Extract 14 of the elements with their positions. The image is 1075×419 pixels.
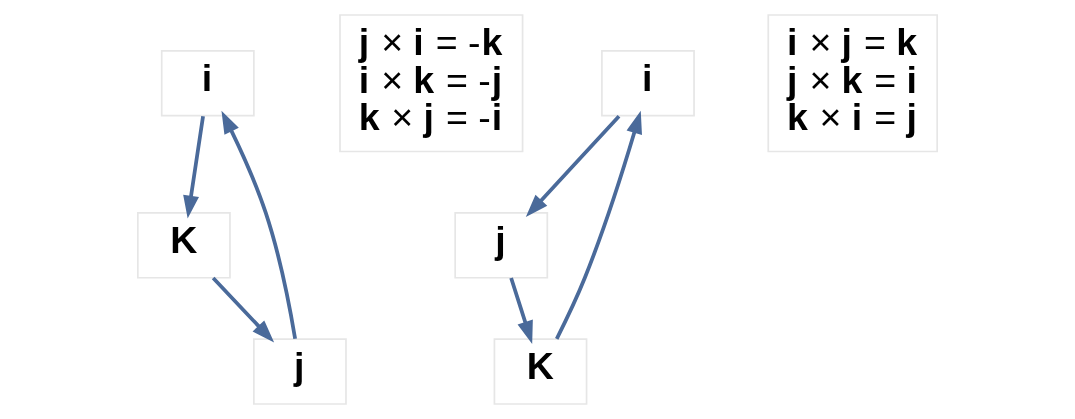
node-box: j — [454, 212, 549, 279]
node-box: K — [493, 338, 588, 405]
arrow — [183, 116, 205, 219]
arrow — [211, 276, 275, 343]
node-box: K — [136, 212, 231, 279]
node-box: j × i = -k i × k = -j k × j = -i — [339, 14, 524, 153]
arrow — [555, 110, 642, 340]
arrow — [509, 277, 533, 344]
node-box: i — [601, 49, 695, 117]
arrow — [525, 115, 621, 218]
node-box: i — [160, 49, 255, 117]
node-box: i × j = k j × k = i k × i = j — [767, 14, 939, 153]
node-box: j — [253, 338, 347, 405]
arrow — [221, 110, 297, 339]
